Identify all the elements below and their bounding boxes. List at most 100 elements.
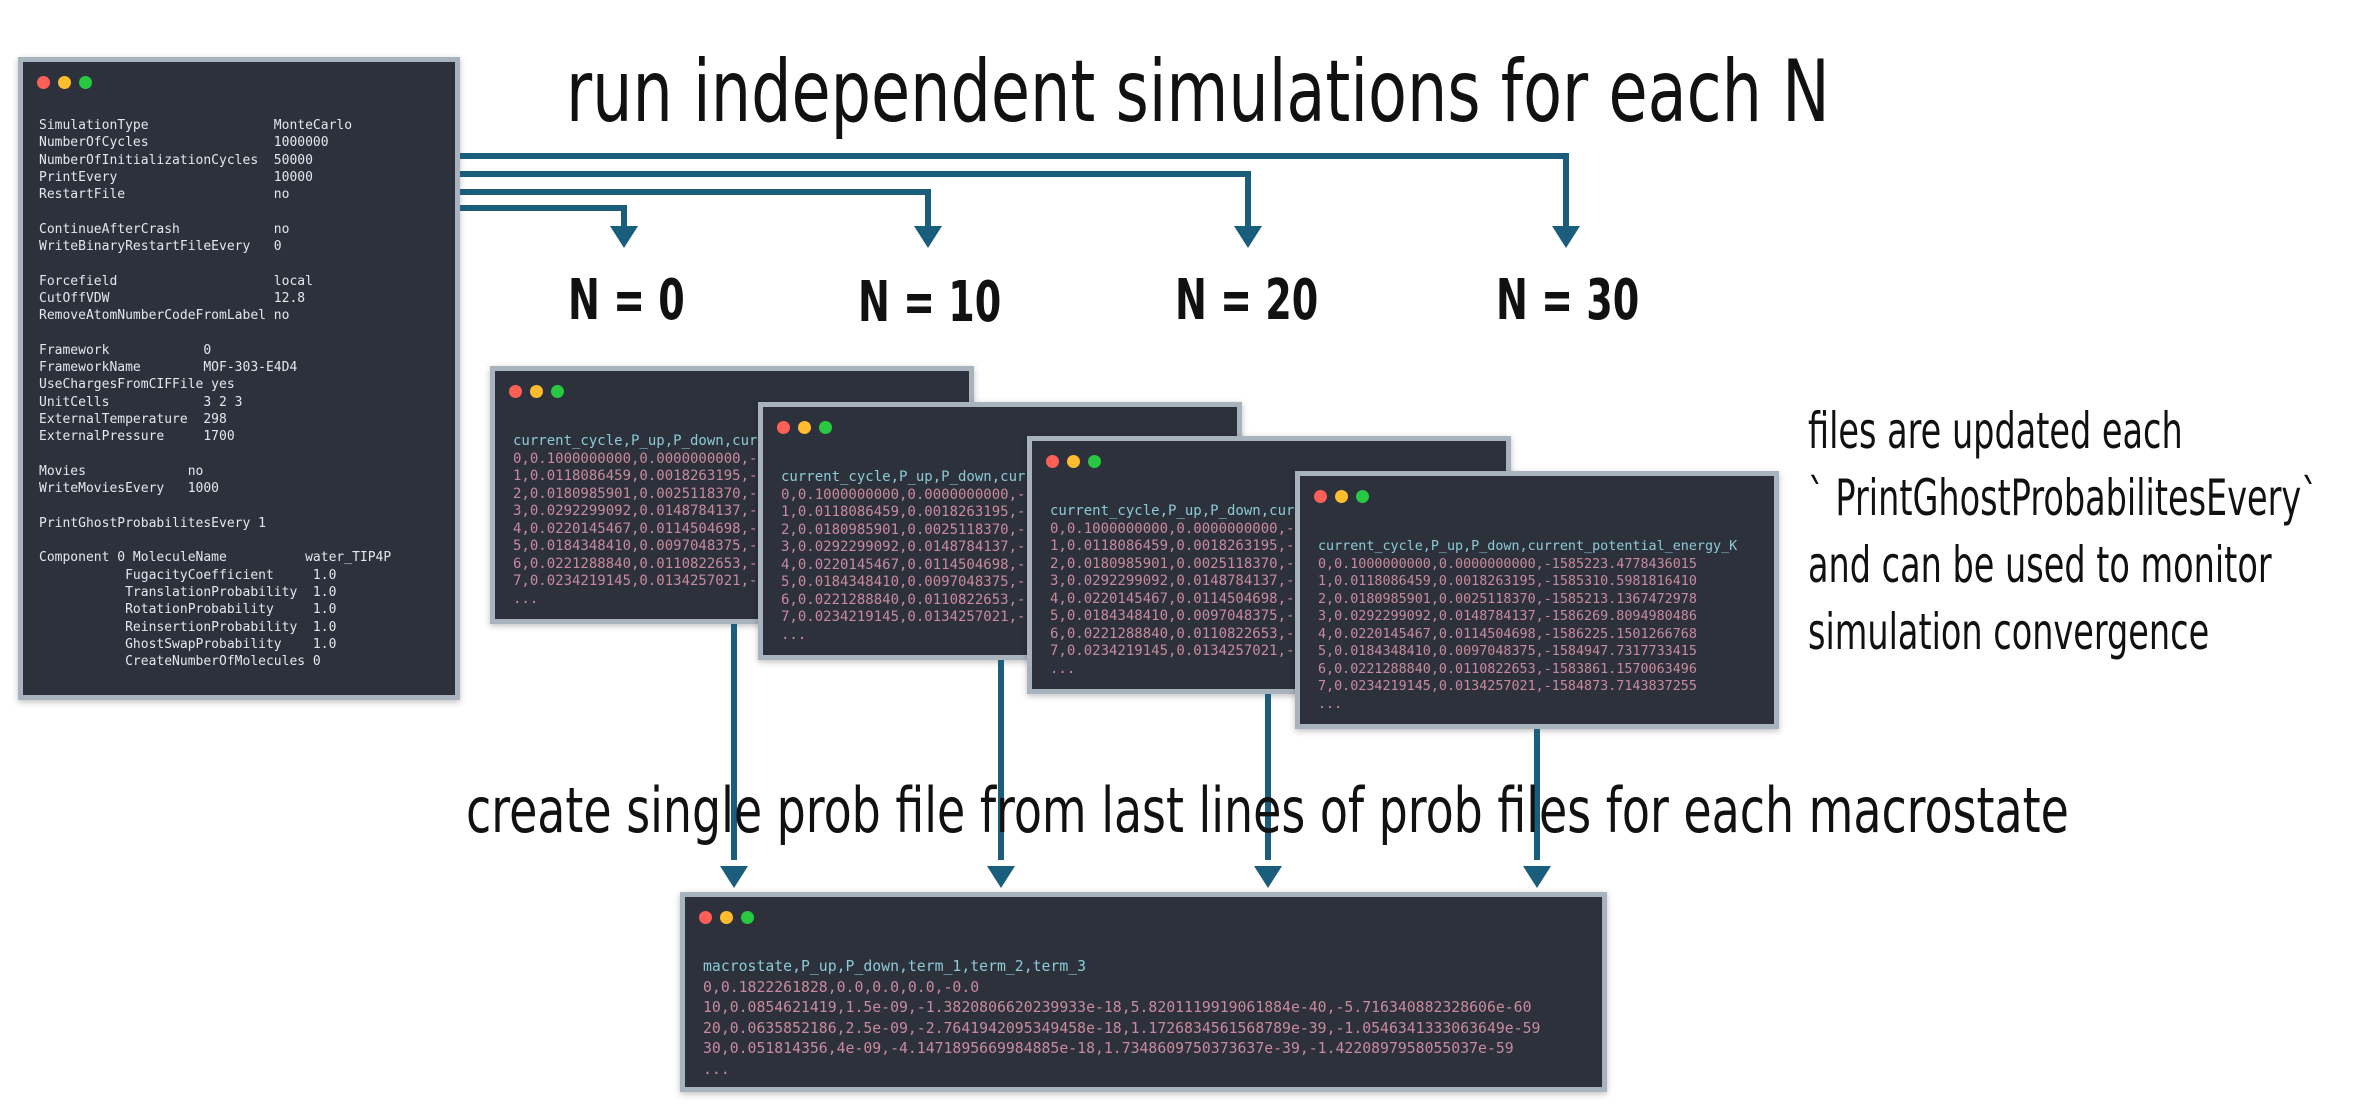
minimize-dot-icon[interactable]: [1335, 490, 1348, 503]
prob-window-n30: current_cycle,P_up,P_down,current_potent…: [1295, 471, 1779, 729]
file-data-line: ...: [513, 590, 539, 607]
file-data-line: 5,0.0184348410,0.0097048375,-: [781, 574, 1026, 590]
minimize-dot-icon[interactable]: [530, 385, 543, 398]
file-data-line: ...: [703, 1060, 730, 1078]
n-label-10: N = 10: [858, 270, 1002, 335]
arrowhead-n0: [610, 226, 638, 248]
n-label-0: N = 0: [568, 268, 685, 333]
minimize-dot-icon[interactable]: [798, 421, 811, 434]
close-dot-icon[interactable]: [699, 911, 712, 924]
file-data-line: 7,0.0234219145,0.0134257021,-1584873.714…: [1318, 679, 1697, 694]
file-data-line: ...: [1318, 696, 1343, 712]
file-data-line: 2,0.0180985901,0.0025118370,-: [781, 521, 1026, 538]
arrowhead-collect-n0: [720, 866, 748, 888]
file-data-line: 1,0.0118086459,0.0018263195,-: [781, 504, 1026, 520]
file-data-line: 5,0.0184348410,0.0097048375,-: [513, 538, 758, 554]
maximize-dot-icon[interactable]: [1356, 490, 1369, 503]
side-note-line: files are updated each: [1808, 402, 2183, 460]
file-data-line: ...: [1050, 660, 1076, 677]
run-simulations-heading: run independent simulations for each N: [566, 42, 1830, 142]
file-data-line: 4,0.0220145467,0.0114504698,-: [513, 520, 758, 537]
arrow-to-n30: [460, 153, 1569, 232]
n-label-30: N = 30: [1496, 268, 1640, 333]
file-data-line: 1,0.0118086459,0.0018263195,-: [1050, 538, 1295, 554]
file-data-line: 3,0.0292299092,0.0148784137,-: [781, 539, 1026, 555]
file-data-line: 20,0.0635852186,2.5e-09,-2.7641942095349…: [703, 1019, 1541, 1037]
file-data-line: 0,0.1000000000,0.0000000000,-1585223.477…: [1318, 556, 1697, 572]
file-data-line: 2,0.0180985901,0.0025118370,-: [513, 485, 758, 502]
file-data-line: 7,0.0234219145,0.0134257021,-: [781, 609, 1026, 625]
maximize-dot-icon[interactable]: [79, 76, 92, 89]
file-data-line: 6,0.0221288840,0.0110822653,-: [513, 555, 758, 572]
close-dot-icon[interactable]: [509, 385, 522, 398]
file-header-line: current_cycle,P_up,P_down,cur: [1050, 503, 1295, 519]
simulation-input-text: SimulationType MonteCarlo NumberOfCycles…: [39, 118, 392, 670]
arrowhead-collect-n10: [987, 866, 1015, 888]
file-data-line: ...: [781, 626, 807, 643]
file-header-line: current_cycle,P_up,P_down,cur: [781, 469, 1026, 485]
close-dot-icon[interactable]: [1314, 490, 1327, 503]
file-data-line: 6,0.0221288840,0.0110822653,-1583861.157…: [1318, 661, 1697, 677]
n-label-20: N = 20: [1175, 268, 1319, 333]
file-data-line: 30,0.051814356,4e-09,-4.1471895669984885…: [703, 1040, 1514, 1058]
side-note-line: and can be used to monitor: [1808, 536, 2272, 594]
file-data-line: 0,0.1000000000,0.0000000000,-: [1050, 520, 1295, 537]
maximize-dot-icon[interactable]: [1088, 455, 1101, 468]
window-controls: [37, 76, 92, 90]
minimize-dot-icon[interactable]: [1067, 455, 1080, 468]
file-data-line: 5,0.0184348410,0.0097048375,-1584947.731…: [1318, 644, 1697, 659]
prob-file-text: current_cycle,P_up,P_down,cur 0,0.100000…: [1050, 503, 1294, 678]
arrowhead-n10: [914, 226, 942, 248]
close-dot-icon[interactable]: [777, 421, 790, 434]
file-data-line: 0,0.1000000000,0.0000000000,-: [513, 450, 758, 467]
file-data-line: 5,0.0184348410,0.0097048375,-: [1050, 608, 1295, 624]
prob-file-text: current_cycle,P_up,P_down,cur 0,0.100000…: [781, 469, 1025, 644]
file-data-line: 0,0.1822261828,0.0,0.0,0.0,-0.0: [703, 978, 980, 996]
file-header-line: current_cycle,P_up,P_down,current_potent…: [1318, 539, 1738, 554]
arrowhead-collect-n30: [1523, 866, 1551, 888]
config-window: SimulationType MonteCarlo NumberOfCycles…: [18, 57, 460, 700]
file-data-line: 4,0.0220145467,0.0114504698,-: [781, 556, 1026, 573]
maximize-dot-icon[interactable]: [819, 421, 832, 434]
side-note-line: ` PrintGhostProbabilitesEvery`: [1808, 469, 2319, 527]
file-data-line: 2,0.0180985901,0.0025118370,-1585213.136…: [1318, 591, 1697, 607]
file-data-line: 6,0.0221288840,0.0110822653,-: [1050, 625, 1295, 642]
window-controls: [777, 421, 832, 435]
close-dot-icon[interactable]: [37, 76, 50, 89]
window-controls: [1046, 455, 1101, 469]
minimize-dot-icon[interactable]: [720, 911, 733, 924]
file-data-line: 1,0.0118086459,0.0018263195,-: [513, 468, 758, 484]
arrow-to-n10: [460, 189, 931, 232]
file-data-line: 7,0.0234219145,0.0134257021,-: [513, 573, 758, 589]
prob-window-n10: current_cycle,P_up,P_down,cur 0,0.100000…: [758, 402, 1242, 660]
file-header-line: current_cycle,P_up,P_down,cur: [513, 433, 758, 449]
file-data-line: 0,0.1000000000,0.0000000000,-: [781, 486, 1026, 503]
prob-file-text: current_cycle,P_up,P_down,current_potent…: [1318, 538, 1737, 713]
create-prob-file-heading: create single prob file from last lines …: [466, 774, 2069, 847]
file-header-line: macrostate,P_up,P_down,term_1,term_2,ter…: [703, 958, 1087, 975]
close-dot-icon[interactable]: [1046, 455, 1059, 468]
maximize-dot-icon[interactable]: [741, 911, 754, 924]
maximize-dot-icon[interactable]: [551, 385, 564, 398]
macrostate-file-text: macrostate,P_up,P_down,term_1,term_2,ter…: [703, 957, 1540, 1081]
arrow-to-n0: [460, 205, 627, 232]
file-data-line: 2,0.0180985901,0.0025118370,-: [1050, 555, 1295, 572]
arrowhead-n30: [1552, 226, 1580, 248]
window-controls: [699, 911, 754, 925]
prob-file-text: current_cycle,P_up,P_down,cur 0,0.100000…: [513, 433, 757, 608]
file-data-line: 3,0.0292299092,0.0148784137,-: [1050, 573, 1295, 589]
file-data-line: 3,0.0292299092,0.0148784137,-1586269.809…: [1318, 609, 1697, 624]
side-note: files are updated each ` PrintGhostProba…: [1808, 398, 2318, 666]
file-data-line: 10,0.0854621419,1.5e-09,-1.3820806620239…: [703, 999, 1532, 1017]
macrostate-window: macrostate,P_up,P_down,term_1,term_2,ter…: [680, 892, 1607, 1092]
file-data-line: 4,0.0220145467,0.0114504698,-1586225.150…: [1318, 626, 1697, 642]
side-note-line: simulation convergence: [1808, 603, 2210, 661]
file-data-line: 4,0.0220145467,0.0114504698,-: [1050, 590, 1295, 607]
arrow-to-n20: [460, 171, 1251, 232]
window-controls: [509, 385, 564, 399]
minimize-dot-icon[interactable]: [58, 76, 71, 89]
file-data-line: 3,0.0292299092,0.0148784137,-: [513, 503, 758, 519]
window-controls: [1314, 490, 1369, 504]
file-data-line: 7,0.0234219145,0.0134257021,-: [1050, 643, 1295, 659]
